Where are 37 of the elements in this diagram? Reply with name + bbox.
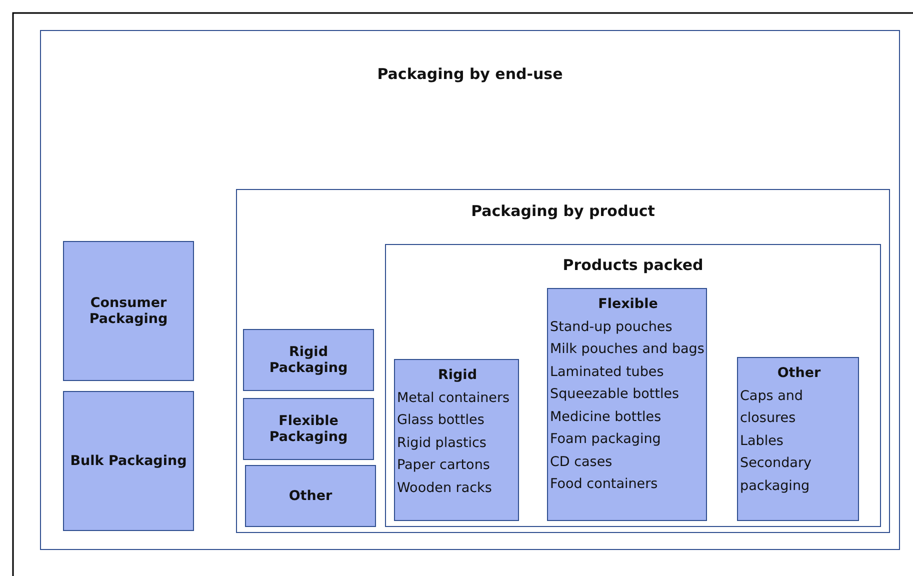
category-heading: Other bbox=[776, 364, 822, 383]
category-box bbox=[547, 288, 707, 521]
category-label: Rigid Packaging bbox=[268, 344, 349, 376]
category-box bbox=[394, 359, 519, 521]
item-text: CD cases bbox=[549, 452, 614, 472]
group-title: Packaging by product bbox=[470, 202, 656, 220]
item-text: Metal containers bbox=[396, 388, 511, 408]
category-label: Flexible Packaging bbox=[268, 413, 349, 445]
item-text: Medicine bottles bbox=[549, 408, 662, 426]
category-heading: Flexible bbox=[597, 295, 659, 314]
item-text: Stand-up pouches bbox=[549, 318, 674, 336]
group-title: Products packed bbox=[562, 256, 704, 274]
group-frame bbox=[236, 189, 890, 533]
category-label: Other bbox=[288, 488, 334, 504]
item-text: Rigid plastics bbox=[396, 434, 488, 452]
category-label: Bulk Packaging bbox=[69, 453, 188, 469]
category-heading: Rigid bbox=[437, 366, 478, 385]
item-text: Squeezable bottles bbox=[549, 385, 680, 404]
item-text: Secondary packaging bbox=[739, 454, 812, 496]
category-box bbox=[63, 391, 194, 531]
category-box bbox=[243, 398, 374, 460]
category-box bbox=[243, 329, 374, 391]
item-text: Paper cartons bbox=[396, 456, 491, 475]
item-text: Glass bottles bbox=[396, 411, 486, 430]
item-text: Caps and closures bbox=[739, 386, 804, 428]
category-box bbox=[737, 357, 859, 521]
item-text: Wooden racks bbox=[396, 478, 493, 498]
item-text: Laminated tubes bbox=[549, 362, 665, 382]
item-text: Food containers bbox=[549, 475, 659, 494]
item-text: Milk pouches and bags bbox=[549, 340, 706, 359]
category-box bbox=[63, 241, 194, 381]
category-box bbox=[245, 465, 376, 527]
category-label: Consumer Packaging bbox=[88, 295, 169, 327]
item-text: Foam packaging bbox=[549, 430, 662, 449]
item-text: Lables bbox=[739, 432, 784, 450]
group-title: Packaging by end-use bbox=[376, 65, 564, 83]
group-frame bbox=[385, 244, 881, 527]
